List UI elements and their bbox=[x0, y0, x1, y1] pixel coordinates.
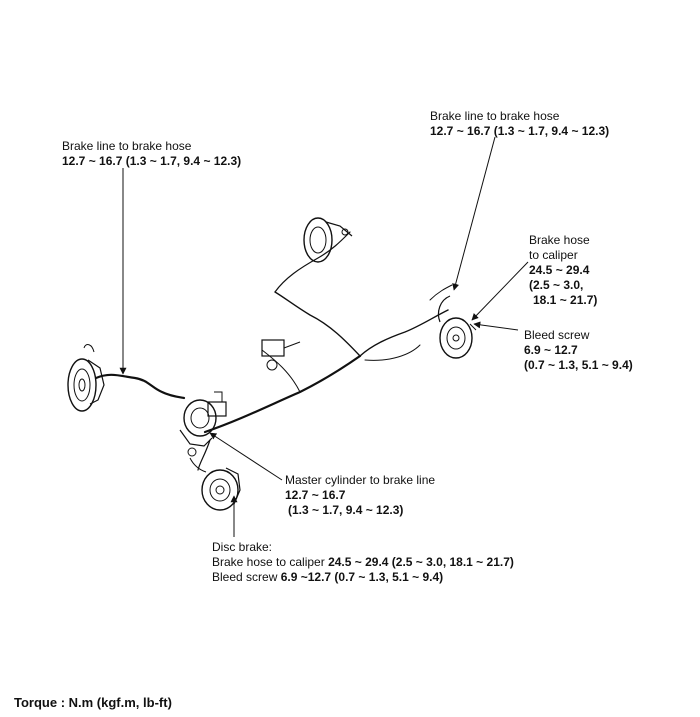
master-cylinder-assembly bbox=[179, 391, 227, 457]
disc-brake-label: Disc brake: Brake hose to caliper 24.5 ~… bbox=[212, 540, 514, 585]
disc-brake-bleed-prefix: Bleed screw bbox=[212, 570, 281, 584]
disc-brake-hose-value: 24.5 ~ 29.4 (2.5 ~ 3.0, 18.1 ~ 21.7) bbox=[328, 555, 514, 569]
right-brake-line-title: Brake line to brake hose bbox=[430, 109, 560, 123]
valve-assembly bbox=[261, 339, 301, 371]
torque-units-note: Torque : N.m (kgf.m, lb-ft) bbox=[14, 695, 172, 710]
front-right-disc-assembly bbox=[189, 457, 241, 511]
brake-hose-caliper-label: Brake hose to caliper 24.5 ~ 29.4 (2.5 ~… bbox=[529, 233, 597, 308]
bleed-screw-line1: 6.9 ~ 12.7 bbox=[524, 343, 578, 357]
right-brake-line-label: Brake line to brake hose 12.7 ~ 16.7 (1.… bbox=[430, 109, 609, 139]
brake-hose-caliper-line4: (2.5 ~ 3.0, bbox=[529, 278, 584, 292]
bleed-screw-label: Bleed screw 6.9 ~ 12.7 (0.7 ~ 1.3, 5.1 ~… bbox=[524, 328, 633, 373]
left-brake-line-value: 12.7 ~ 16.7 (1.3 ~ 1.7, 9.4 ~ 12.3) bbox=[62, 154, 242, 168]
brake-hose-caliper-line2: to caliper bbox=[529, 248, 578, 262]
brake-hose-caliper-line3: 24.5 ~ 29.4 bbox=[529, 263, 590, 277]
front-left-disc-assembly bbox=[67, 344, 105, 412]
bleed-screw-line2: (0.7 ~ 1.3, 5.1 ~ 9.4) bbox=[524, 358, 633, 372]
left-brake-line-label: Brake line to brake hose 12.7 ~ 16.7 (1.… bbox=[62, 139, 241, 169]
master-cylinder-line2: (1.3 ~ 1.7, 9.4 ~ 12.3) bbox=[288, 503, 404, 517]
left-brake-line-title: Brake line to brake hose bbox=[62, 139, 192, 153]
brake-lines bbox=[94, 231, 453, 471]
disc-brake-hose-row: Brake hose to caliper 24.5 ~ 29.4 (2.5 ~… bbox=[212, 555, 514, 570]
disc-brake-title: Disc brake: bbox=[212, 540, 273, 554]
brake-hose-caliper-line1: Brake hose bbox=[529, 233, 590, 247]
disc-brake-bleed-value: 6.9 ~12.7 (0.7 ~ 1.3, 5.1 ~ 9.4) bbox=[280, 570, 444, 584]
leader-lines bbox=[119, 136, 529, 537]
master-cylinder-line1: 12.7 ~ 16.7 bbox=[285, 488, 346, 502]
rear-left-brake-assembly bbox=[303, 217, 353, 263]
brake-hose-caliper-line5: 18.1 ~ 21.7) bbox=[533, 293, 598, 307]
right-brake-line-value: 12.7 ~ 16.7 (1.3 ~ 1.7, 9.4 ~ 12.3) bbox=[430, 124, 610, 138]
bleed-screw-title: Bleed screw bbox=[524, 328, 590, 342]
master-cylinder-label: Master cylinder to brake line 12.7 ~ 16.… bbox=[285, 473, 435, 518]
disc-brake-bleed-row: Bleed screw 6.9 ~12.7 (0.7 ~ 1.3, 5.1 ~ … bbox=[212, 570, 514, 585]
rear-right-brake-assembly bbox=[437, 295, 477, 359]
disc-brake-hose-prefix: Brake hose to caliper bbox=[212, 555, 329, 569]
master-cylinder-title: Master cylinder to brake line bbox=[285, 473, 436, 487]
